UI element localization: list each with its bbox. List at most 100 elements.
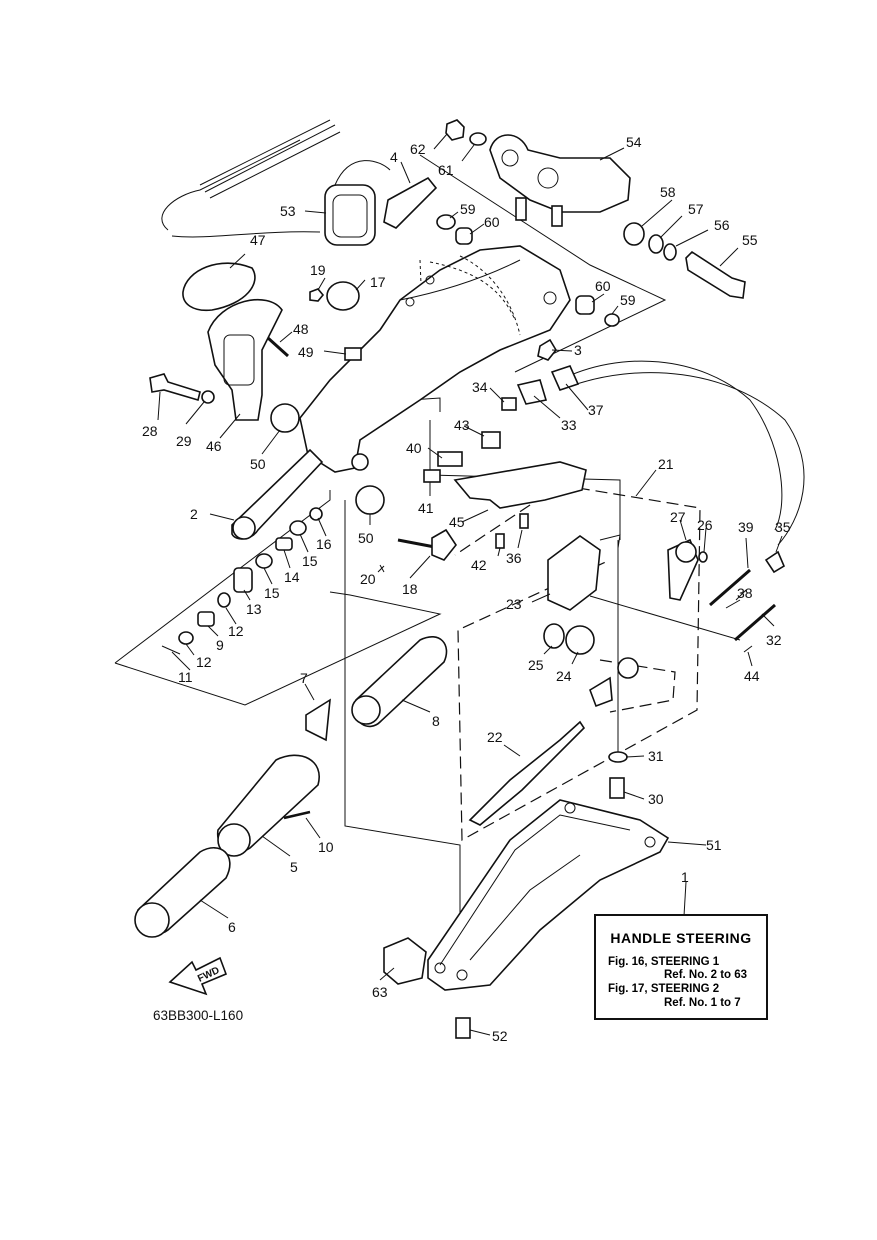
part-label: 56 xyxy=(714,217,730,233)
part-59-washer-top[interactable] xyxy=(436,214,456,230)
part-29-washer[interactable] xyxy=(201,390,215,404)
part-label: 50 xyxy=(358,530,374,546)
part-label: 3 xyxy=(574,342,582,358)
part-58-bushing[interactable] xyxy=(623,222,645,246)
part-28-bolt[interactable] xyxy=(149,373,201,402)
part-label: 40 xyxy=(406,440,422,456)
part-54-bracket[interactable] xyxy=(489,134,631,213)
part-48-screw[interactable] xyxy=(266,336,290,358)
part-label: 9 xyxy=(216,637,224,653)
part-53-boot[interactable] xyxy=(324,184,376,246)
part-44-pin[interactable] xyxy=(743,645,753,653)
part-31-washer[interactable] xyxy=(608,751,628,763)
part-52-screw[interactable] xyxy=(455,1017,471,1039)
part-label: 47 xyxy=(250,232,266,248)
part-51-lower-cover[interactable] xyxy=(427,799,670,991)
part-63-connector[interactable] xyxy=(383,937,427,985)
part-62-nut[interactable] xyxy=(445,119,465,141)
part-33-clamp[interactable] xyxy=(516,379,548,405)
part-label: 2 xyxy=(190,506,198,522)
part-56-washer[interactable] xyxy=(663,243,677,261)
part-label: 41 xyxy=(418,500,434,516)
part-label: 20 xyxy=(360,571,376,587)
part-55-bolt[interactable] xyxy=(685,250,746,299)
assembly-outline-main xyxy=(114,591,442,706)
part-43-clamp[interactable] xyxy=(481,431,501,449)
part-40-clip[interactable] xyxy=(437,451,463,467)
part-12-washer[interactable] xyxy=(217,592,231,608)
part-label: 35 xyxy=(775,519,791,535)
part-61-washer[interactable] xyxy=(469,132,487,146)
reference-title: HANDLE STEERING xyxy=(610,930,752,946)
reference-box: HANDLE STEERING Fig. 16, STEERING 1 Ref.… xyxy=(594,914,768,1020)
part-50-bushing-left[interactable] xyxy=(270,403,300,433)
part-42-bolt[interactable] xyxy=(495,533,505,549)
part-16-pin[interactable] xyxy=(309,507,323,521)
part-45-bracket[interactable] xyxy=(453,461,587,509)
part-19-nut[interactable] xyxy=(309,288,325,302)
part-3-bolt[interactable] xyxy=(537,338,557,361)
part-label: 36 xyxy=(506,550,522,566)
part-26-clip[interactable] xyxy=(698,551,708,563)
reference-line: Fig. 16, STEERING 1 xyxy=(608,956,720,968)
part-label: 4 xyxy=(390,149,398,165)
part-label: 50 xyxy=(250,456,266,472)
part-18-knob[interactable] xyxy=(431,528,457,561)
part-label: 19 xyxy=(310,262,326,278)
part-46-handle-lever[interactable] xyxy=(207,298,283,421)
part-13-sleeve[interactable] xyxy=(233,567,253,593)
part-label: 25 xyxy=(528,657,544,673)
part-label: 18 xyxy=(402,581,418,597)
part-39-link[interactable] xyxy=(709,568,751,607)
fwd-arrow xyxy=(168,956,228,996)
part-24-gear[interactable] xyxy=(565,625,595,655)
part-label: 51 xyxy=(706,837,722,853)
part-label: 22 xyxy=(487,729,503,745)
leader-lines xyxy=(157,133,783,1036)
part-35-clip[interactable] xyxy=(764,550,786,574)
part-17-switch[interactable] xyxy=(326,281,360,311)
part-12-washer-b[interactable] xyxy=(178,631,194,645)
part-32-link[interactable] xyxy=(734,603,776,642)
part-label: 48 xyxy=(293,321,309,337)
part-label: 60 xyxy=(595,278,611,294)
part-11-pin[interactable] xyxy=(161,645,181,655)
part-10-screw[interactable] xyxy=(283,810,311,820)
part-label: 38 xyxy=(737,585,753,601)
part-label: 5 xyxy=(290,859,298,875)
part-label: 1 xyxy=(681,869,689,885)
part-14-spring[interactable] xyxy=(275,537,293,551)
part-15-spacer-b[interactable] xyxy=(255,553,273,569)
part-label: 63 xyxy=(372,984,388,1000)
part-34-block[interactable] xyxy=(501,397,517,411)
part-23-mechanism[interactable] xyxy=(547,535,601,611)
part-7-tape[interactable] xyxy=(305,698,331,742)
part-38-rod[interactable] xyxy=(725,599,741,609)
part-37-clamp[interactable] xyxy=(550,365,580,391)
part-label: 54 xyxy=(626,134,642,150)
part-label: 39 xyxy=(738,519,754,535)
part-49-label[interactable] xyxy=(344,347,362,361)
part-25-ring[interactable] xyxy=(543,623,565,649)
part-30-bolt[interactable] xyxy=(609,777,625,799)
part-60-collar-right[interactable] xyxy=(575,295,595,315)
part-57-washer[interactable] xyxy=(648,234,664,254)
part-label: 15 xyxy=(264,585,280,601)
part-50-bushing-right[interactable] xyxy=(355,485,385,515)
part-9-block[interactable] xyxy=(197,611,215,627)
assembly-outline-21[interactable] xyxy=(457,484,701,842)
part-label: 33 xyxy=(561,417,577,433)
part-label: 44 xyxy=(744,668,760,684)
part-label: 7 xyxy=(300,670,308,686)
part-60-collar-top[interactable] xyxy=(455,227,473,245)
part-22-rod[interactable] xyxy=(468,720,586,826)
steering-arm-body[interactable] xyxy=(299,245,571,473)
part-59-washer-right[interactable] xyxy=(604,313,620,327)
part-36-bolt[interactable] xyxy=(519,513,529,529)
part-4-plate[interactable] xyxy=(383,176,438,229)
part-15-spacer[interactable] xyxy=(289,520,307,536)
assembly-outline-upper xyxy=(419,154,667,373)
diagram-code: 63BB300-L160 xyxy=(153,1008,244,1023)
part-47-cap[interactable] xyxy=(182,262,256,312)
part-41-block[interactable] xyxy=(423,469,441,483)
